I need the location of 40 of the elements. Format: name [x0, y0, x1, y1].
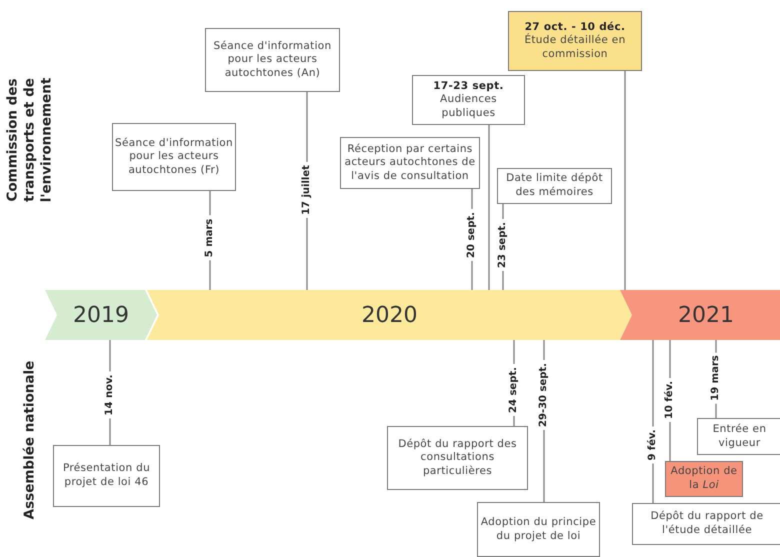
edge-label: 20 sept. [466, 209, 478, 261]
year-band [147, 290, 632, 340]
connector-line [624, 71, 626, 290]
event-text: Séance d'information pour les acteurs autochtones (An) [212, 40, 332, 80]
edge-label: 23 sept. [497, 219, 509, 271]
event-box [53, 445, 160, 507]
year-band [45, 290, 157, 340]
event-text: Date limite dépôt des mémoires [505, 172, 604, 200]
event-box [477, 502, 600, 557]
event-text: Étude détaillée en commission [523, 34, 627, 62]
edge-label: 24 sept. [508, 364, 520, 416]
event-text: Dépôt du rapport de l'étude détaillée [650, 510, 764, 538]
year-label: 2019 [73, 302, 129, 328]
event-box [205, 28, 340, 92]
year-label: 2020 [362, 302, 418, 328]
date-heading: 17-23 sept. [433, 80, 504, 94]
edge-label: 29-30 sept. [538, 360, 550, 430]
event-text: Séance d'information pour les acteurs autochtones (Fr) [115, 136, 233, 178]
event-text: Adoption de la Loi [670, 465, 738, 493]
side-heading: Assemblée nationale [22, 360, 38, 522]
event-text: Adoption du principe du projet de loi [480, 516, 597, 544]
event-text: Entrée en vigueur [712, 422, 768, 450]
edge-label: 17 juillet [301, 162, 313, 218]
date-heading: 27 oct. - 10 déc. [524, 20, 626, 33]
year-band [620, 290, 780, 340]
side-heading: Commission des transports et de l'environnement [4, 76, 56, 204]
event-box [497, 168, 612, 204]
event-box [508, 11, 642, 71]
year-label: 2021 [678, 302, 734, 328]
event-box [697, 418, 780, 455]
event-box [340, 137, 480, 189]
event-text: Réception par certains acteurs autochtones de l'avis de consultation [344, 142, 476, 184]
event-box [387, 426, 528, 490]
event-text: Audiences publiques [439, 93, 498, 120]
event-text: Présentation du projet de loi 46 [62, 462, 152, 490]
event-box [112, 123, 236, 191]
event-box [632, 503, 780, 545]
event-box [412, 75, 525, 125]
connector-line [488, 125, 490, 290]
event-text: Dépôt du rapport des consultations particulières [397, 438, 518, 478]
